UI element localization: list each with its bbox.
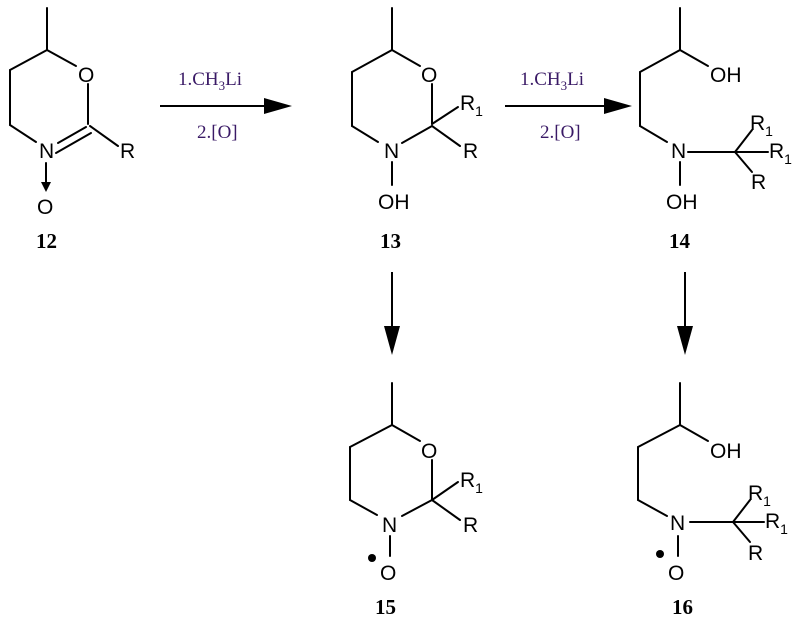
atom-r: R <box>748 542 763 565</box>
ring-bond <box>349 499 378 516</box>
atom-o-ring: O <box>78 64 94 87</box>
chain-bond <box>637 424 681 448</box>
atom-r: R <box>463 140 478 163</box>
atom-n: N <box>670 512 685 535</box>
ring-bond <box>349 424 393 448</box>
compound-number: 14 <box>669 229 691 253</box>
ring-bond <box>391 424 421 442</box>
atom-n: N <box>384 140 399 163</box>
compound-13: O R1 R N OH 13 <box>351 7 483 253</box>
ring-bond <box>401 499 433 517</box>
arrow-13-to-14: 1.CH3Li 2.[O] <box>505 69 632 143</box>
atom-r: R <box>463 514 478 537</box>
atom-r1: R1 <box>460 92 483 119</box>
atom-n: N <box>39 140 54 163</box>
r1-bond <box>431 106 459 125</box>
arrowhead <box>264 98 292 114</box>
compound-14: OH N OH R1 R1 R 14 <box>639 7 792 253</box>
double-bond <box>55 132 92 154</box>
arrow-13-to-15 <box>384 272 400 355</box>
ring-bond <box>9 49 48 71</box>
atom-oh-top: OH <box>710 440 742 463</box>
n-oxide-arrowhead <box>41 182 51 192</box>
reagent-step-2: 2.[O] <box>540 122 581 143</box>
ring-bond <box>46 49 77 67</box>
atom-n: N <box>382 514 397 537</box>
compound-number: 13 <box>380 229 401 253</box>
reagent-step-2: 2.[O] <box>197 122 238 143</box>
oh-bond <box>679 424 709 442</box>
ring-bond <box>9 124 37 143</box>
atom-n: N <box>671 140 686 163</box>
atom-o-ring: O <box>421 440 437 463</box>
reagent-step-1: 1.CH3Li <box>178 69 242 93</box>
double-bond <box>57 126 87 144</box>
r1a-bond <box>732 499 751 523</box>
arrowhead <box>384 326 400 355</box>
arrowhead <box>604 98 632 114</box>
reagent-step-1: 1.CH3Li <box>520 69 584 93</box>
chain-bond <box>637 499 668 517</box>
atom-r1: R1 <box>460 469 483 496</box>
r-bond <box>431 499 461 521</box>
atom-o-ring: O <box>421 64 437 87</box>
r-bond <box>89 125 119 147</box>
ring-bond <box>401 125 433 144</box>
chain-bond <box>639 125 668 143</box>
atom-oh: OH <box>378 191 410 214</box>
arrowhead <box>677 326 693 355</box>
compound-16: OH N O R1 R1 R 16 <box>637 382 788 619</box>
oh-bond <box>679 49 709 67</box>
atom-r1a: R1 <box>748 482 771 509</box>
ring-bond <box>351 125 379 143</box>
compound-number: 15 <box>375 595 396 619</box>
atom-oh: OH <box>666 191 698 214</box>
atom-r1b: R1 <box>765 510 788 537</box>
radical-dot <box>656 550 664 558</box>
ring-bond <box>391 49 421 67</box>
r1a-bond <box>734 129 753 153</box>
atom-r: R <box>751 171 766 194</box>
compound-number: 12 <box>36 229 57 253</box>
compound-number: 16 <box>672 595 693 619</box>
atom-o-radical: O <box>380 562 396 585</box>
radical-dot <box>368 554 376 562</box>
atom-r1b: R1 <box>769 140 792 167</box>
r-bond <box>732 521 751 543</box>
atom-o-oxide: O <box>37 196 53 219</box>
compound-15: O R1 R N O 15 <box>349 382 483 619</box>
r1-bond <box>431 481 459 501</box>
r-bond <box>734 151 753 173</box>
ring-bond <box>351 49 393 73</box>
arrow-14-to-16 <box>677 272 693 355</box>
atom-r1a: R1 <box>750 112 773 139</box>
atom-oh-top: OH <box>710 64 742 87</box>
chain-bond <box>639 49 681 73</box>
arrow-12-to-13: 1.CH3Li 2.[O] <box>160 69 292 143</box>
compound-12: O N R O 12 <box>9 7 135 253</box>
atom-r: R <box>120 140 135 163</box>
atom-o-radical: O <box>668 562 684 585</box>
r-bond <box>431 125 461 147</box>
